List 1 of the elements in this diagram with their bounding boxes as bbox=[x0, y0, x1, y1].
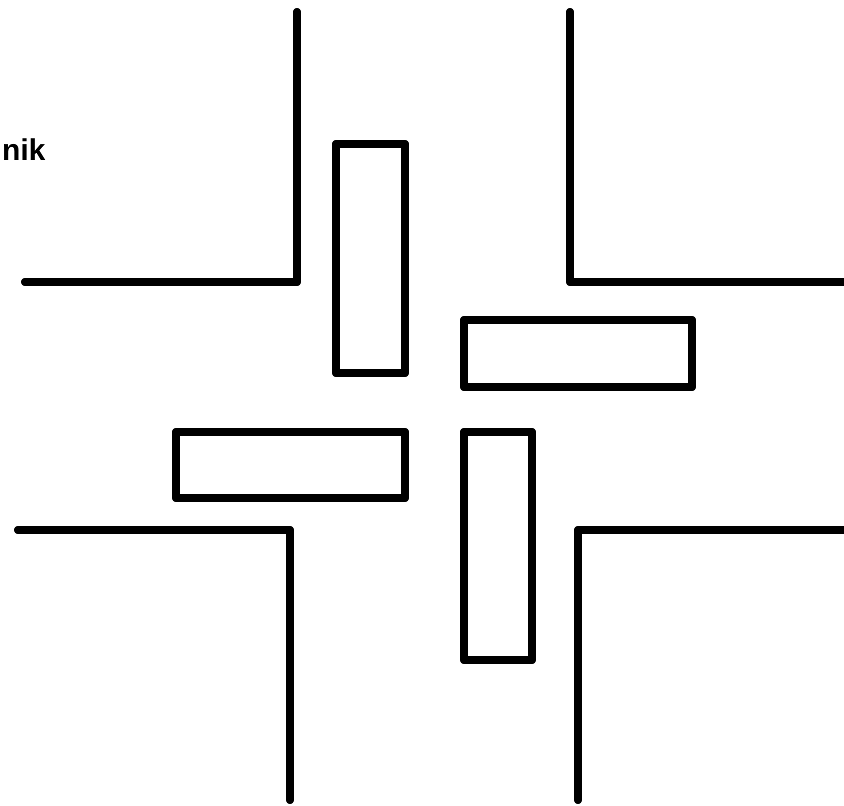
label-text: nik bbox=[2, 133, 46, 169]
